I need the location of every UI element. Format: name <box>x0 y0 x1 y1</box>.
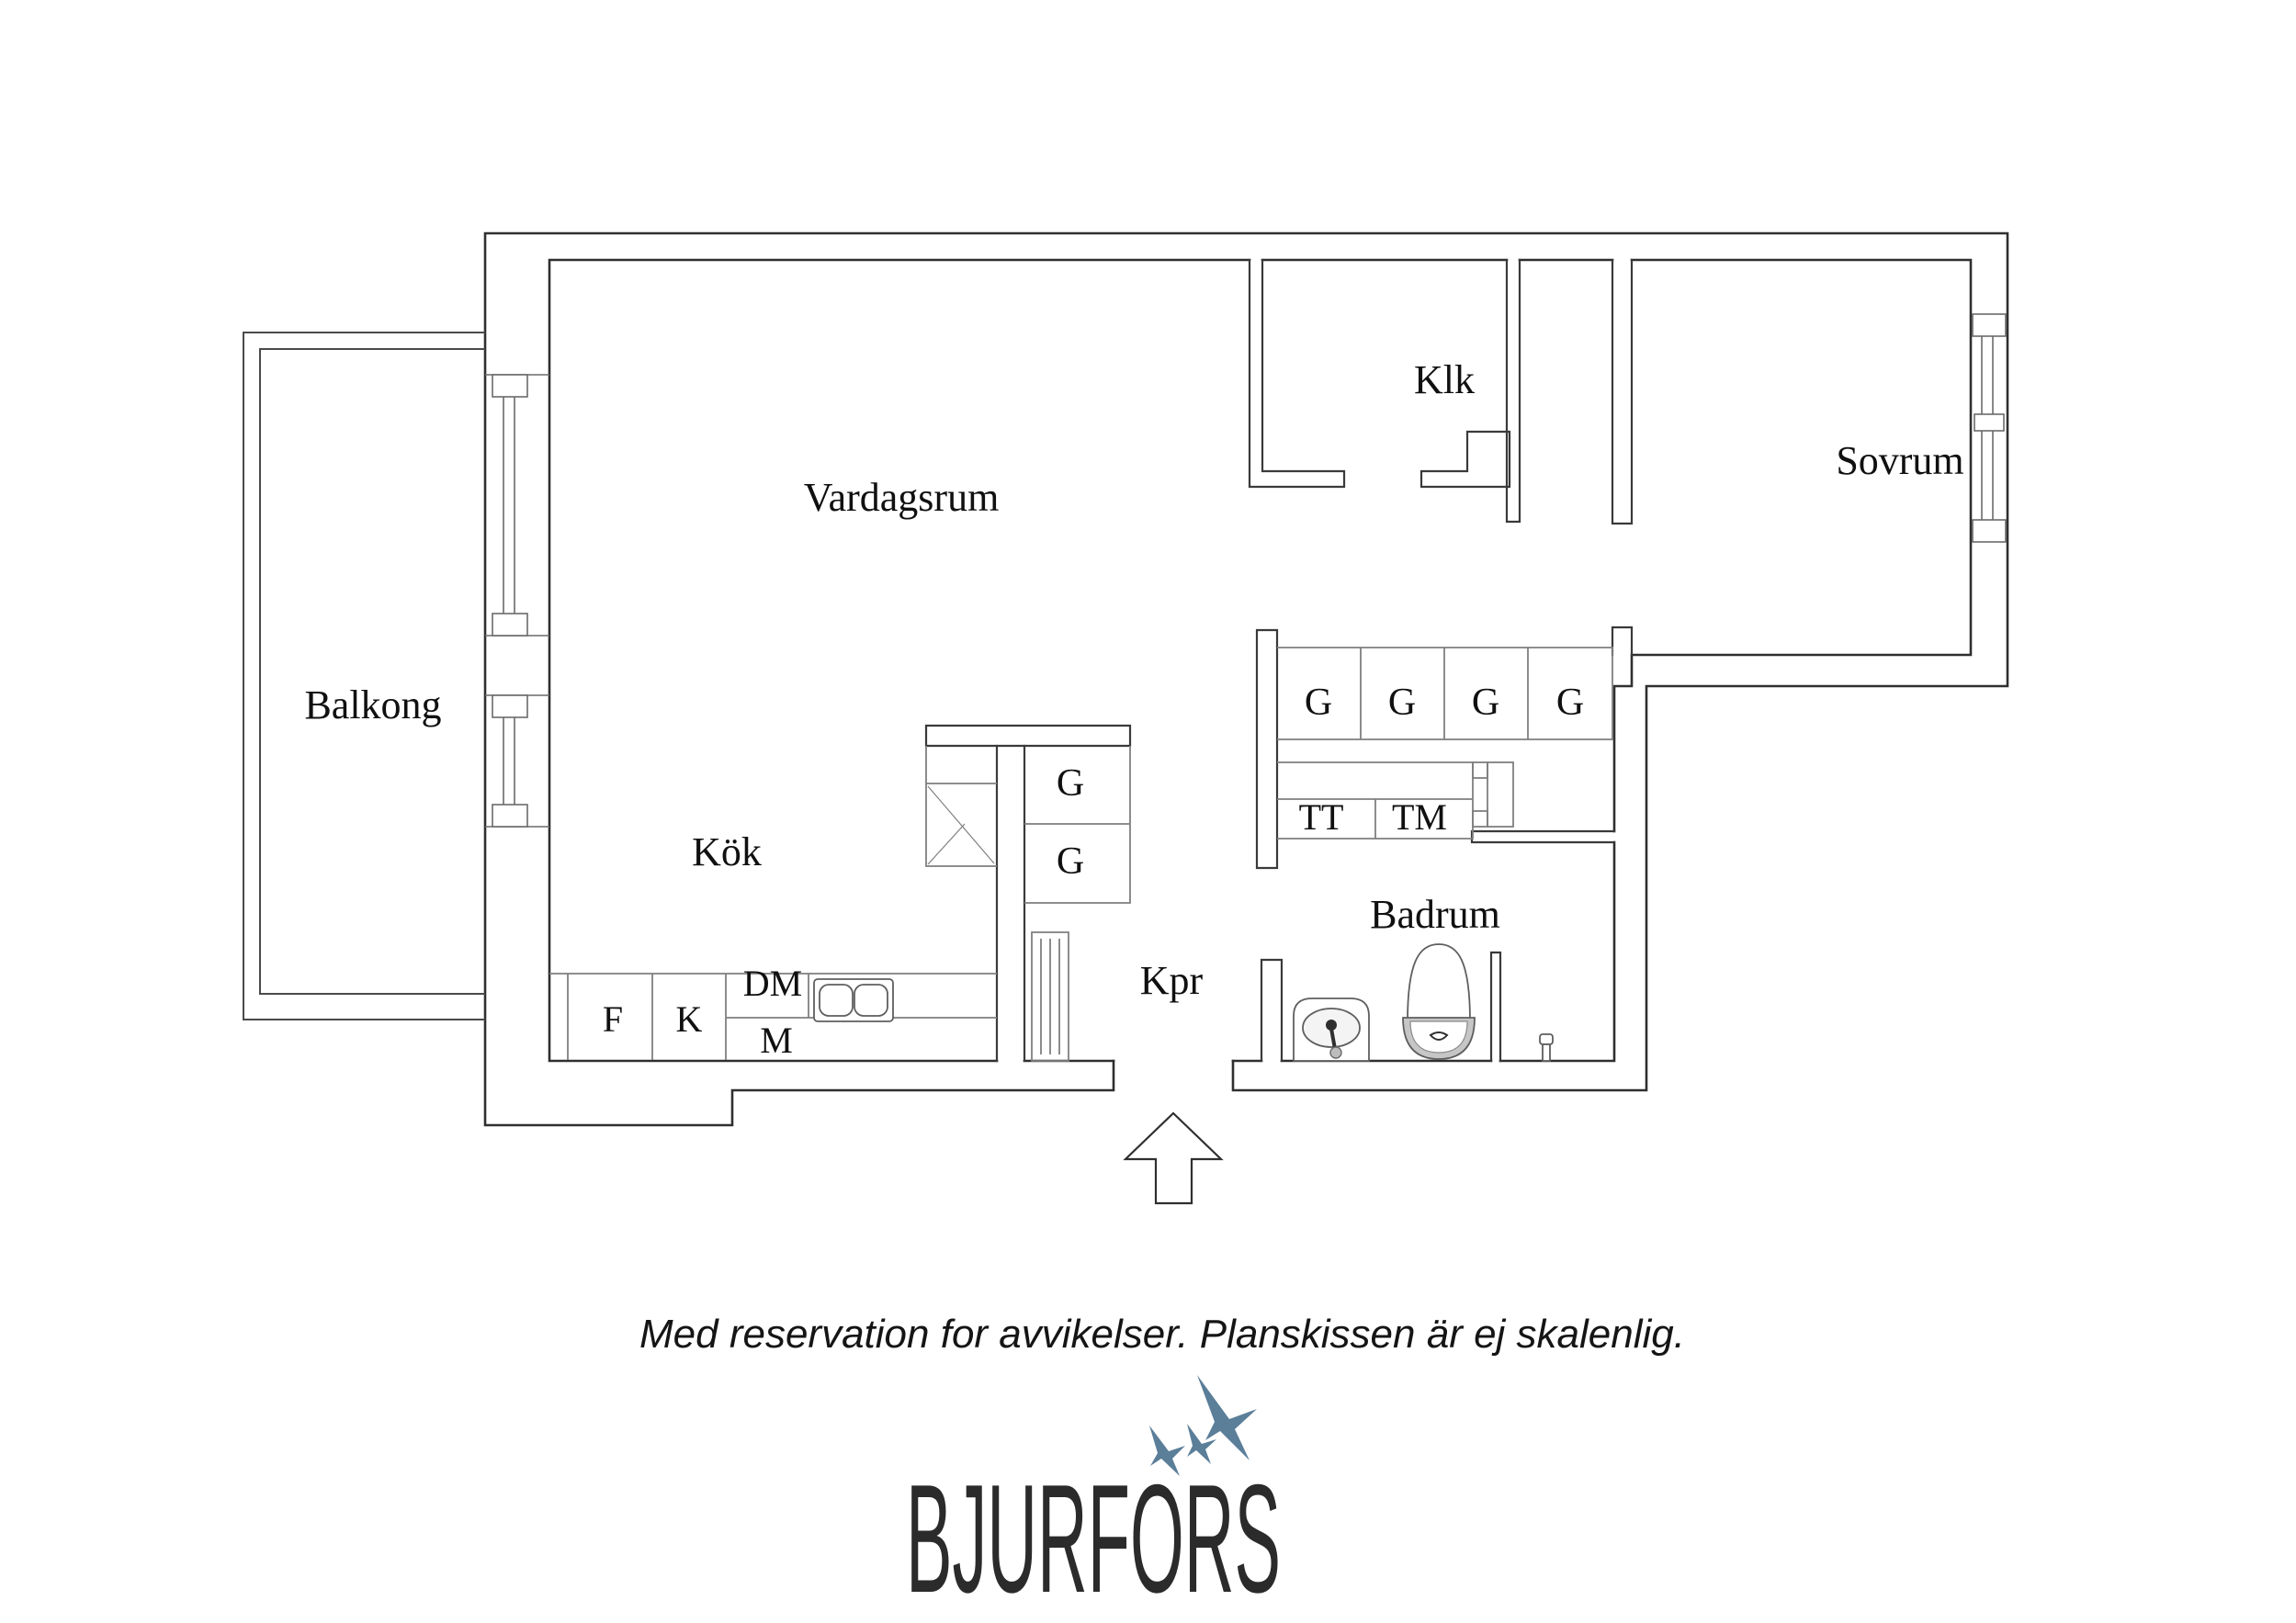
label-closet: Klk <box>1414 357 1475 402</box>
wardrobe-labels: G G G G G G TT TM F K DM M <box>603 682 1584 1061</box>
bird-icon-large <box>1197 1375 1257 1460</box>
closet-east-wall <box>1505 258 1521 524</box>
logo-wordmark: BJURFORS <box>906 1452 1281 1623</box>
sink-basin-right <box>854 984 888 1017</box>
hall-wardrobe-row <box>1277 647 1613 740</box>
window-frame <box>1972 519 2007 543</box>
bird-icon-middle <box>1187 1424 1216 1464</box>
shower-tap-head <box>1539 1033 1554 1045</box>
arrow-up-icon <box>1123 1111 1224 1205</box>
bathroom-west-wall <box>1260 958 1284 1063</box>
label-kitchen-cabinet-1: G <box>1057 762 1084 805</box>
toilet-tank <box>1407 943 1471 1022</box>
room-labels: Balkong Vardagsrum Klk Sovrum Kök Kpr Ba… <box>304 357 1963 1003</box>
label-wardrobe-2: G <box>1388 682 1416 724</box>
logo-birds-icon <box>1149 1375 1257 1476</box>
interior-walls <box>924 258 1634 1063</box>
disclaimer-text: Med reservation for avvikelser. Planskis… <box>639 1312 1685 1357</box>
window-mullion <box>1974 413 2005 432</box>
label-wardrobe-4: G <box>1556 682 1584 724</box>
bedroom-door-stub <box>1611 626 1634 657</box>
washbasin-tap <box>1326 1020 1337 1031</box>
bathroom-fixtures <box>1293 943 1554 1062</box>
sink-basin-left <box>819 984 854 1017</box>
window-frame <box>492 694 528 718</box>
label-dishwasher: DM <box>743 963 802 1004</box>
bathroom-north-wall <box>1470 829 1616 844</box>
closet-south-wall <box>1419 430 1511 489</box>
laundry-outline <box>1277 761 1474 840</box>
bathroom-divider-wall <box>1489 951 1502 1063</box>
label-corridor: Kpr <box>1140 958 1204 1003</box>
balcony-walls <box>243 332 485 1020</box>
toilet-flush <box>1429 1031 1449 1041</box>
shower-tap-stem <box>1542 1043 1551 1062</box>
bedroom-window <box>1972 313 2007 543</box>
label-fridge: F <box>603 998 623 1040</box>
window-frame <box>492 613 528 637</box>
label-bedroom: Sovrum <box>1836 438 1963 483</box>
inner-wall-outline <box>548 258 1973 1063</box>
window-frame <box>492 804 528 828</box>
corner-cabinet <box>925 746 997 867</box>
door-jamb-top <box>1472 761 1488 779</box>
outer-wall-outline <box>483 231 2009 1127</box>
door-jamb-bottom <box>1472 810 1488 828</box>
window-aperture-lines <box>485 374 549 828</box>
kitchen-fittings <box>549 746 1131 1062</box>
living-room-windows <box>485 374 549 828</box>
label-living-room: Vardagsrum <box>804 475 1000 520</box>
label-bathroom: Badrum <box>1370 892 1500 937</box>
laundry-unit <box>1277 761 1514 840</box>
radiator <box>1031 931 1069 1062</box>
label-kitchen-cabinet-2: G <box>1057 840 1084 883</box>
label-kitchen: Kök <box>692 829 762 874</box>
door-jamb-side <box>1487 761 1514 828</box>
window-frame <box>1972 313 2007 337</box>
hall-block-west-wall <box>1255 628 1279 870</box>
label-washer: TM <box>1392 796 1447 838</box>
window-glass-lines <box>503 397 515 805</box>
label-wardrobe-1: G <box>1305 682 1332 724</box>
balcony-outline <box>243 332 485 1020</box>
label-micro: M <box>760 1020 793 1061</box>
bedroom-west-wall <box>1611 258 1634 525</box>
window-frame <box>492 374 528 398</box>
label-balcony: Balkong <box>304 682 441 727</box>
kitchen-beam <box>924 724 1132 748</box>
wardrobe-row-outline <box>1277 647 1613 740</box>
bird-icon-left <box>1149 1426 1185 1476</box>
window-glass-lines <box>1981 336 1994 520</box>
exterior-walls <box>483 231 2009 1127</box>
closet-west-wall <box>1248 258 1346 489</box>
kitchen-counter <box>549 973 997 1060</box>
label-freezer: K <box>676 998 703 1040</box>
logo: BJURFORS <box>906 1375 1281 1623</box>
washbasin-handle <box>1329 1028 1337 1050</box>
label-dryer: TT <box>1299 796 1344 838</box>
footer: Med reservation for avvikelser. Planskis… <box>639 1312 1685 1623</box>
washbasin-drain <box>1329 1046 1342 1059</box>
entrance-arrow <box>1123 1111 1224 1205</box>
label-wardrobe-3: G <box>1472 682 1499 724</box>
corner-cabinet-diagonals <box>927 785 995 865</box>
kitchen-partition-wall <box>995 744 1026 1063</box>
kitchen-tall-cabinets <box>1024 746 1131 904</box>
